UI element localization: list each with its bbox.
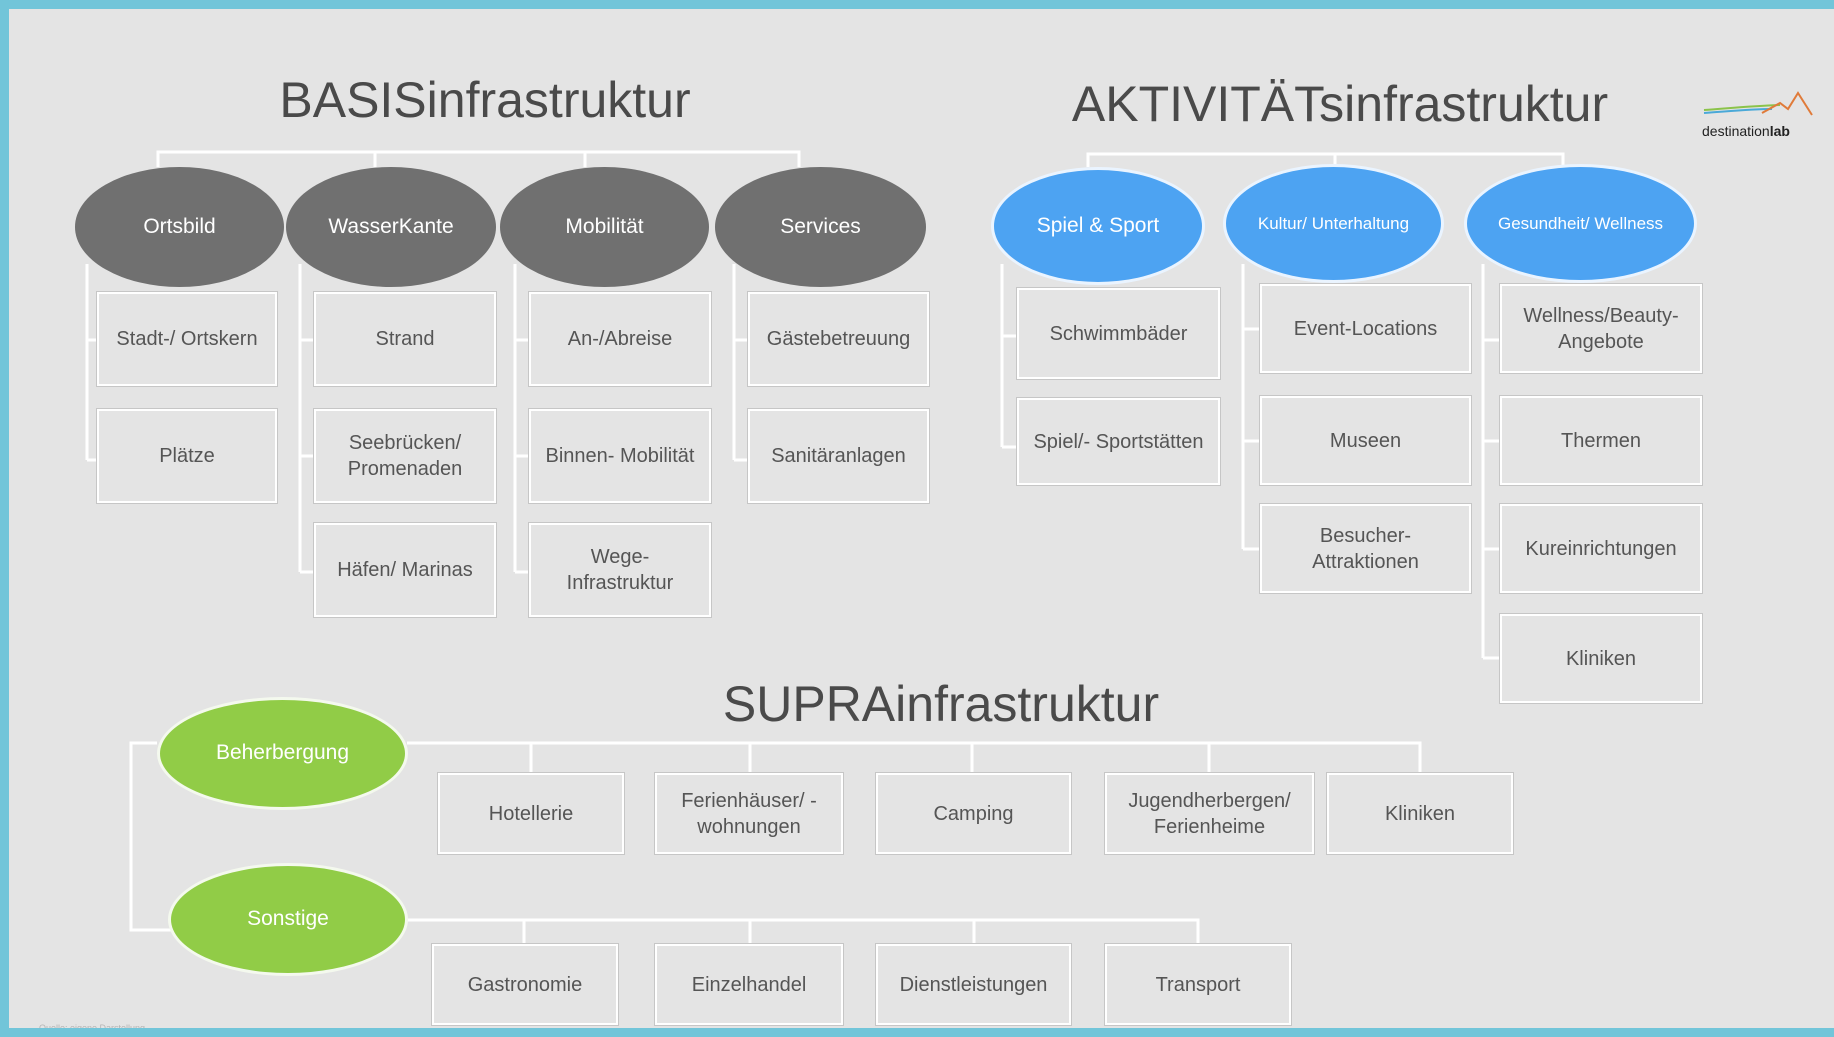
category-spiel-sport: Spiel & Sport [991, 167, 1205, 285]
item-kliniken-gesundheit: Kliniken [1500, 614, 1702, 703]
aktivitaet-title: AKTIVITÄTsinfrastruktur [1071, 76, 1609, 132]
source-note: Quelle: eigene Darstellung [39, 1023, 146, 1033]
item-hotellerie: Hotellerie [438, 773, 624, 854]
category-beherbergung: Beherbergung [157, 697, 408, 810]
item-strand: Strand [314, 292, 496, 386]
item-stadt-ortskern: Stadt-/ Ortskern [97, 292, 277, 386]
item-wellness-beauty: Wellness/Beauty- Angebote [1500, 284, 1702, 373]
logo-text: destinationlab [1702, 123, 1790, 139]
item-schwimmbaeder: Schwimmbäder [1017, 288, 1220, 379]
item-wege-infrastruktur: Wege- Infrastruktur [529, 523, 711, 617]
item-binnen-mobilitaet: Binnen- Mobilität [529, 409, 711, 503]
supra-title: SUPRAinfrastruktur [722, 676, 1160, 732]
category-sonstige: Sonstige [168, 863, 408, 976]
item-kliniken-supra: Kliniken [1327, 773, 1513, 854]
item-einzelhandel: Einzelhandel [655, 944, 843, 1025]
item-plaetze: Plätze [97, 409, 277, 503]
destinationlab-logo: destinationlab [1702, 89, 1814, 139]
item-haefen-marinas: Häfen/ Marinas [314, 523, 496, 617]
category-wasserkante: WasserKante [286, 167, 496, 287]
item-gastronomie: Gastronomie [432, 944, 618, 1025]
item-seebruecken: Seebrücken/ Promenaden [314, 409, 496, 503]
category-gesundheit-wellness: Gesundheit/ Wellness [1464, 164, 1697, 283]
category-kultur-unterhaltung: Kultur/ Unterhaltung [1223, 164, 1444, 283]
item-gaestebetreuung: Gästebetreuung [748, 292, 929, 386]
category-ortsbild: Ortsbild [75, 167, 284, 287]
basis-title: BASISinfrastruktur [279, 72, 691, 128]
diagram-stage: BASISinfrastruktur Ortsbild WasserKante … [9, 9, 1834, 1033]
item-an-abreise: An-/Abreise [529, 292, 711, 386]
item-camping: Camping [876, 773, 1071, 854]
item-sanitaeranlagen: Sanitäranlagen [748, 409, 929, 503]
item-kureinrichtungen: Kureinrichtungen [1500, 504, 1702, 593]
mountain-logo-icon [1703, 91, 1813, 116]
item-spiel-sportstaetten: Spiel/- Sportstätten [1017, 398, 1220, 485]
item-event-locations: Event-Locations [1260, 284, 1471, 373]
item-ferienhaeuser: Ferienhäuser/ -wohnungen [655, 773, 843, 854]
item-thermen: Thermen [1500, 396, 1702, 485]
item-transport: Transport [1105, 944, 1291, 1025]
category-services: Services [715, 167, 926, 287]
item-jugendherbergen: Jugendherbergen/ Ferienheime [1105, 773, 1314, 854]
item-besucher-attraktionen: Besucher- Attraktionen [1260, 504, 1471, 593]
item-museen: Museen [1260, 396, 1471, 485]
item-dienstleistungen: Dienstleistungen [876, 944, 1071, 1025]
category-mobilitaet: Mobilität [500, 167, 709, 287]
